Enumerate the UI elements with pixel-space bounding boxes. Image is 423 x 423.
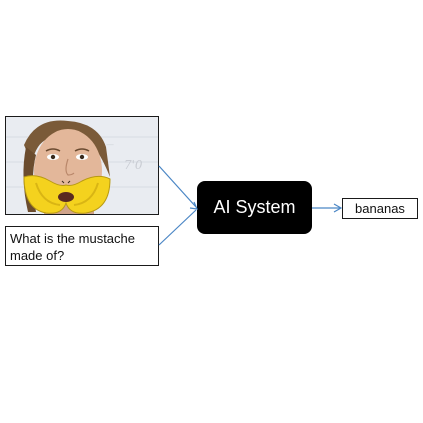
arrowhead-icon <box>333 203 343 213</box>
answer-text: bananas <box>355 201 405 216</box>
photo-person-banana-mustache-icon: 7'0 — <box>6 117 158 214</box>
ai-system-box: AI System <box>197 181 312 234</box>
ai-system-label: AI System <box>213 197 296 217</box>
question-box: What is the mustache made of? <box>5 226 159 266</box>
arrowhead-icon <box>189 201 198 210</box>
question-text: What is the mustache made of? <box>10 231 135 263</box>
svg-text:7'0: 7'0 <box>124 158 143 172</box>
input-image: 7'0 — <box>5 116 159 215</box>
image-to-system-arrow <box>158 165 197 208</box>
svg-text:—: — <box>106 140 114 149</box>
answer-box: bananas <box>342 198 418 219</box>
question-to-system-arrow <box>158 209 197 246</box>
